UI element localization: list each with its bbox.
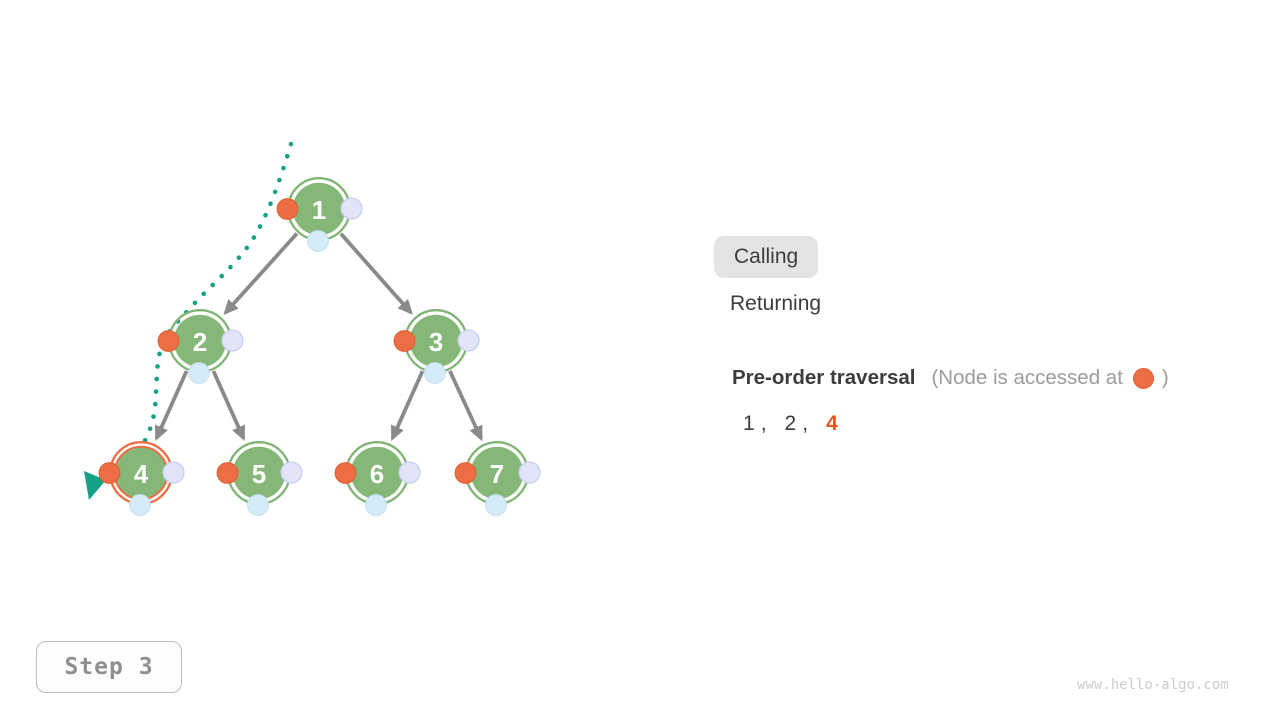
- node-circle: [409, 314, 463, 368]
- node-right-dot-icon: [162, 461, 185, 484]
- node-label: 1: [312, 195, 326, 225]
- node-circle: [232, 446, 286, 500]
- node-access-dot-icon: [157, 330, 180, 352]
- node-right-dot-icon: [340, 197, 363, 220]
- node-label: 5: [252, 459, 266, 489]
- node-bottom-dot-icon: [485, 494, 507, 516]
- traversal-sequence: 1 ,2 ,4: [743, 412, 838, 436]
- step-indicator: Step 3: [36, 641, 182, 693]
- node-bottom-dot-icon: [129, 494, 151, 516]
- node-right-dot-icon: [398, 461, 421, 484]
- tree-node-6: 6: [334, 441, 421, 516]
- tree-edge-1-3: [339, 232, 413, 315]
- node-right-dot-icon: [280, 461, 303, 484]
- node-bottom-dot-icon: [424, 362, 446, 384]
- traversal-header: Pre-order traversal (Node is accessed at…: [732, 366, 1169, 390]
- node-access-dot-icon: [454, 462, 477, 484]
- node-circle: [350, 446, 404, 500]
- returning-label: Returning: [730, 292, 822, 315]
- node-label: 4: [134, 459, 149, 489]
- sequence-separator: ,: [760, 412, 767, 435]
- node-access-dot-icon: [334, 462, 357, 484]
- tree-node-7: 7: [454, 441, 541, 516]
- node-right-dot-icon: [457, 329, 480, 352]
- node-access-dot-icon: [98, 462, 121, 484]
- node-bottom-dot-icon: [365, 494, 387, 516]
- sequence-item: 4: [826, 412, 838, 435]
- binary-tree-diagram: 1 2 3 4 5 6 7: [84, 141, 541, 516]
- node-bottom-dot-icon: [188, 362, 210, 384]
- node-right-dot-icon: [221, 329, 244, 352]
- tree-edge-2-4: [154, 370, 189, 442]
- node-label: 7: [490, 459, 504, 489]
- tree-node-4: 4: [98, 441, 185, 516]
- traversal-trace-path: [93, 141, 294, 482]
- tree-node-2: 2: [157, 309, 244, 384]
- sequence-item: 2: [784, 412, 797, 435]
- node-bottom-dot-icon: [307, 230, 329, 252]
- node-label: 6: [370, 459, 384, 489]
- traversal-title: Pre-order traversal: [732, 366, 916, 389]
- watermark: www.hello-algo.com: [1077, 677, 1229, 693]
- tree-node-1: 1: [276, 177, 363, 252]
- node-access-dot-icon: [216, 462, 239, 484]
- sequence-item: 1: [743, 412, 755, 435]
- traversal-note-prefix: (Node is accessed at: [931, 366, 1123, 389]
- node-circle: [173, 314, 227, 368]
- traversal-note-suffix: ): [1161, 366, 1169, 389]
- tree-edge-1-2: [223, 232, 299, 316]
- node-label: 2: [193, 327, 207, 357]
- node-circle: [470, 446, 524, 500]
- tree-node-3: 3: [393, 309, 480, 384]
- calling-badge: Calling: [714, 236, 819, 278]
- node-access-dot-icon: [393, 330, 416, 352]
- tree-edge-3-7: [448, 370, 483, 442]
- tree-node-5: 5: [216, 441, 303, 516]
- access-dot-icon: [1132, 367, 1154, 389]
- node-access-dot-icon: [276, 198, 299, 220]
- tree-edge-2-5: [211, 370, 246, 442]
- legend-call-state: Calling Returning: [714, 236, 821, 316]
- node-label: 3: [429, 327, 443, 357]
- traversal-note: (Node is accessed at ): [931, 366, 1168, 390]
- node-bottom-dot-icon: [247, 494, 269, 516]
- node-right-dot-icon: [518, 461, 541, 484]
- sequence-separator: ,: [802, 412, 809, 435]
- tree-edge-3-6: [390, 370, 425, 442]
- node-circle: [292, 182, 346, 236]
